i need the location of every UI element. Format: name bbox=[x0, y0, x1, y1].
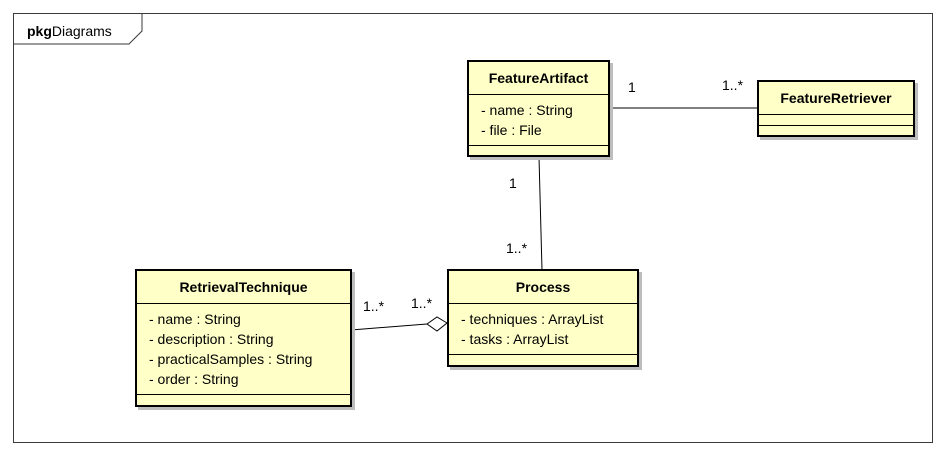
class-name: FeatureArtifact bbox=[469, 62, 608, 95]
attribute-compartment: - name : String - file : File bbox=[469, 95, 608, 146]
operation-compartment bbox=[759, 126, 913, 135]
operation-compartment bbox=[449, 355, 637, 365]
package-label: pkgDiagrams bbox=[27, 22, 112, 40]
attribute: - practicalSamples : String bbox=[149, 351, 313, 367]
multiplicity-artifact-retriever-target: 1..* bbox=[722, 77, 744, 93]
class-feature-retriever[interactable]: FeatureRetriever bbox=[757, 80, 915, 137]
multiplicity-technique-process-source: 1..* bbox=[363, 298, 385, 314]
multiplicity-artifact-retriever-source: 1 bbox=[628, 79, 636, 95]
attribute: - order : String bbox=[149, 371, 239, 387]
package-tab bbox=[13, 13, 143, 45]
attribute-compartment bbox=[759, 115, 913, 126]
operation-compartment bbox=[469, 146, 608, 155]
package-name: Diagrams bbox=[51, 23, 112, 39]
multiplicity-artifact-process-target: 1..* bbox=[506, 240, 528, 256]
class-name: FeatureRetriever bbox=[759, 82, 913, 115]
class-feature-artifact[interactable]: FeatureArtifact - name : String - file :… bbox=[467, 60, 610, 157]
multiplicity-technique-process-target: 1..* bbox=[411, 295, 433, 311]
attribute: - name : String bbox=[481, 102, 573, 118]
attribute-compartment: - techniques : ArrayList - tasks : Array… bbox=[449, 304, 637, 355]
attribute: - name : String bbox=[149, 311, 241, 327]
class-name: Process bbox=[449, 271, 637, 304]
class-process[interactable]: Process - techniques : ArrayList - tasks… bbox=[447, 269, 639, 367]
attribute: - file : File bbox=[481, 122, 542, 138]
multiplicity-artifact-process-source: 1 bbox=[509, 175, 517, 191]
attribute: - tasks : ArrayList bbox=[461, 331, 569, 347]
class-name: RetrievalTechnique bbox=[137, 271, 350, 304]
attribute-compartment: - name : String - description : String -… bbox=[137, 304, 350, 395]
attribute: - techniques : ArrayList bbox=[461, 311, 604, 327]
package-frame bbox=[13, 13, 933, 443]
association-artifact-process bbox=[538, 156, 543, 271]
class-retrieval-technique[interactable]: RetrievalTechnique - name : String - des… bbox=[135, 269, 352, 407]
operation-compartment bbox=[137, 395, 350, 405]
attribute: - description : String bbox=[149, 331, 274, 347]
association-technique-process bbox=[350, 323, 428, 331]
package-keyword: pkg bbox=[27, 23, 52, 39]
aggregation-diamond bbox=[426, 316, 448, 332]
